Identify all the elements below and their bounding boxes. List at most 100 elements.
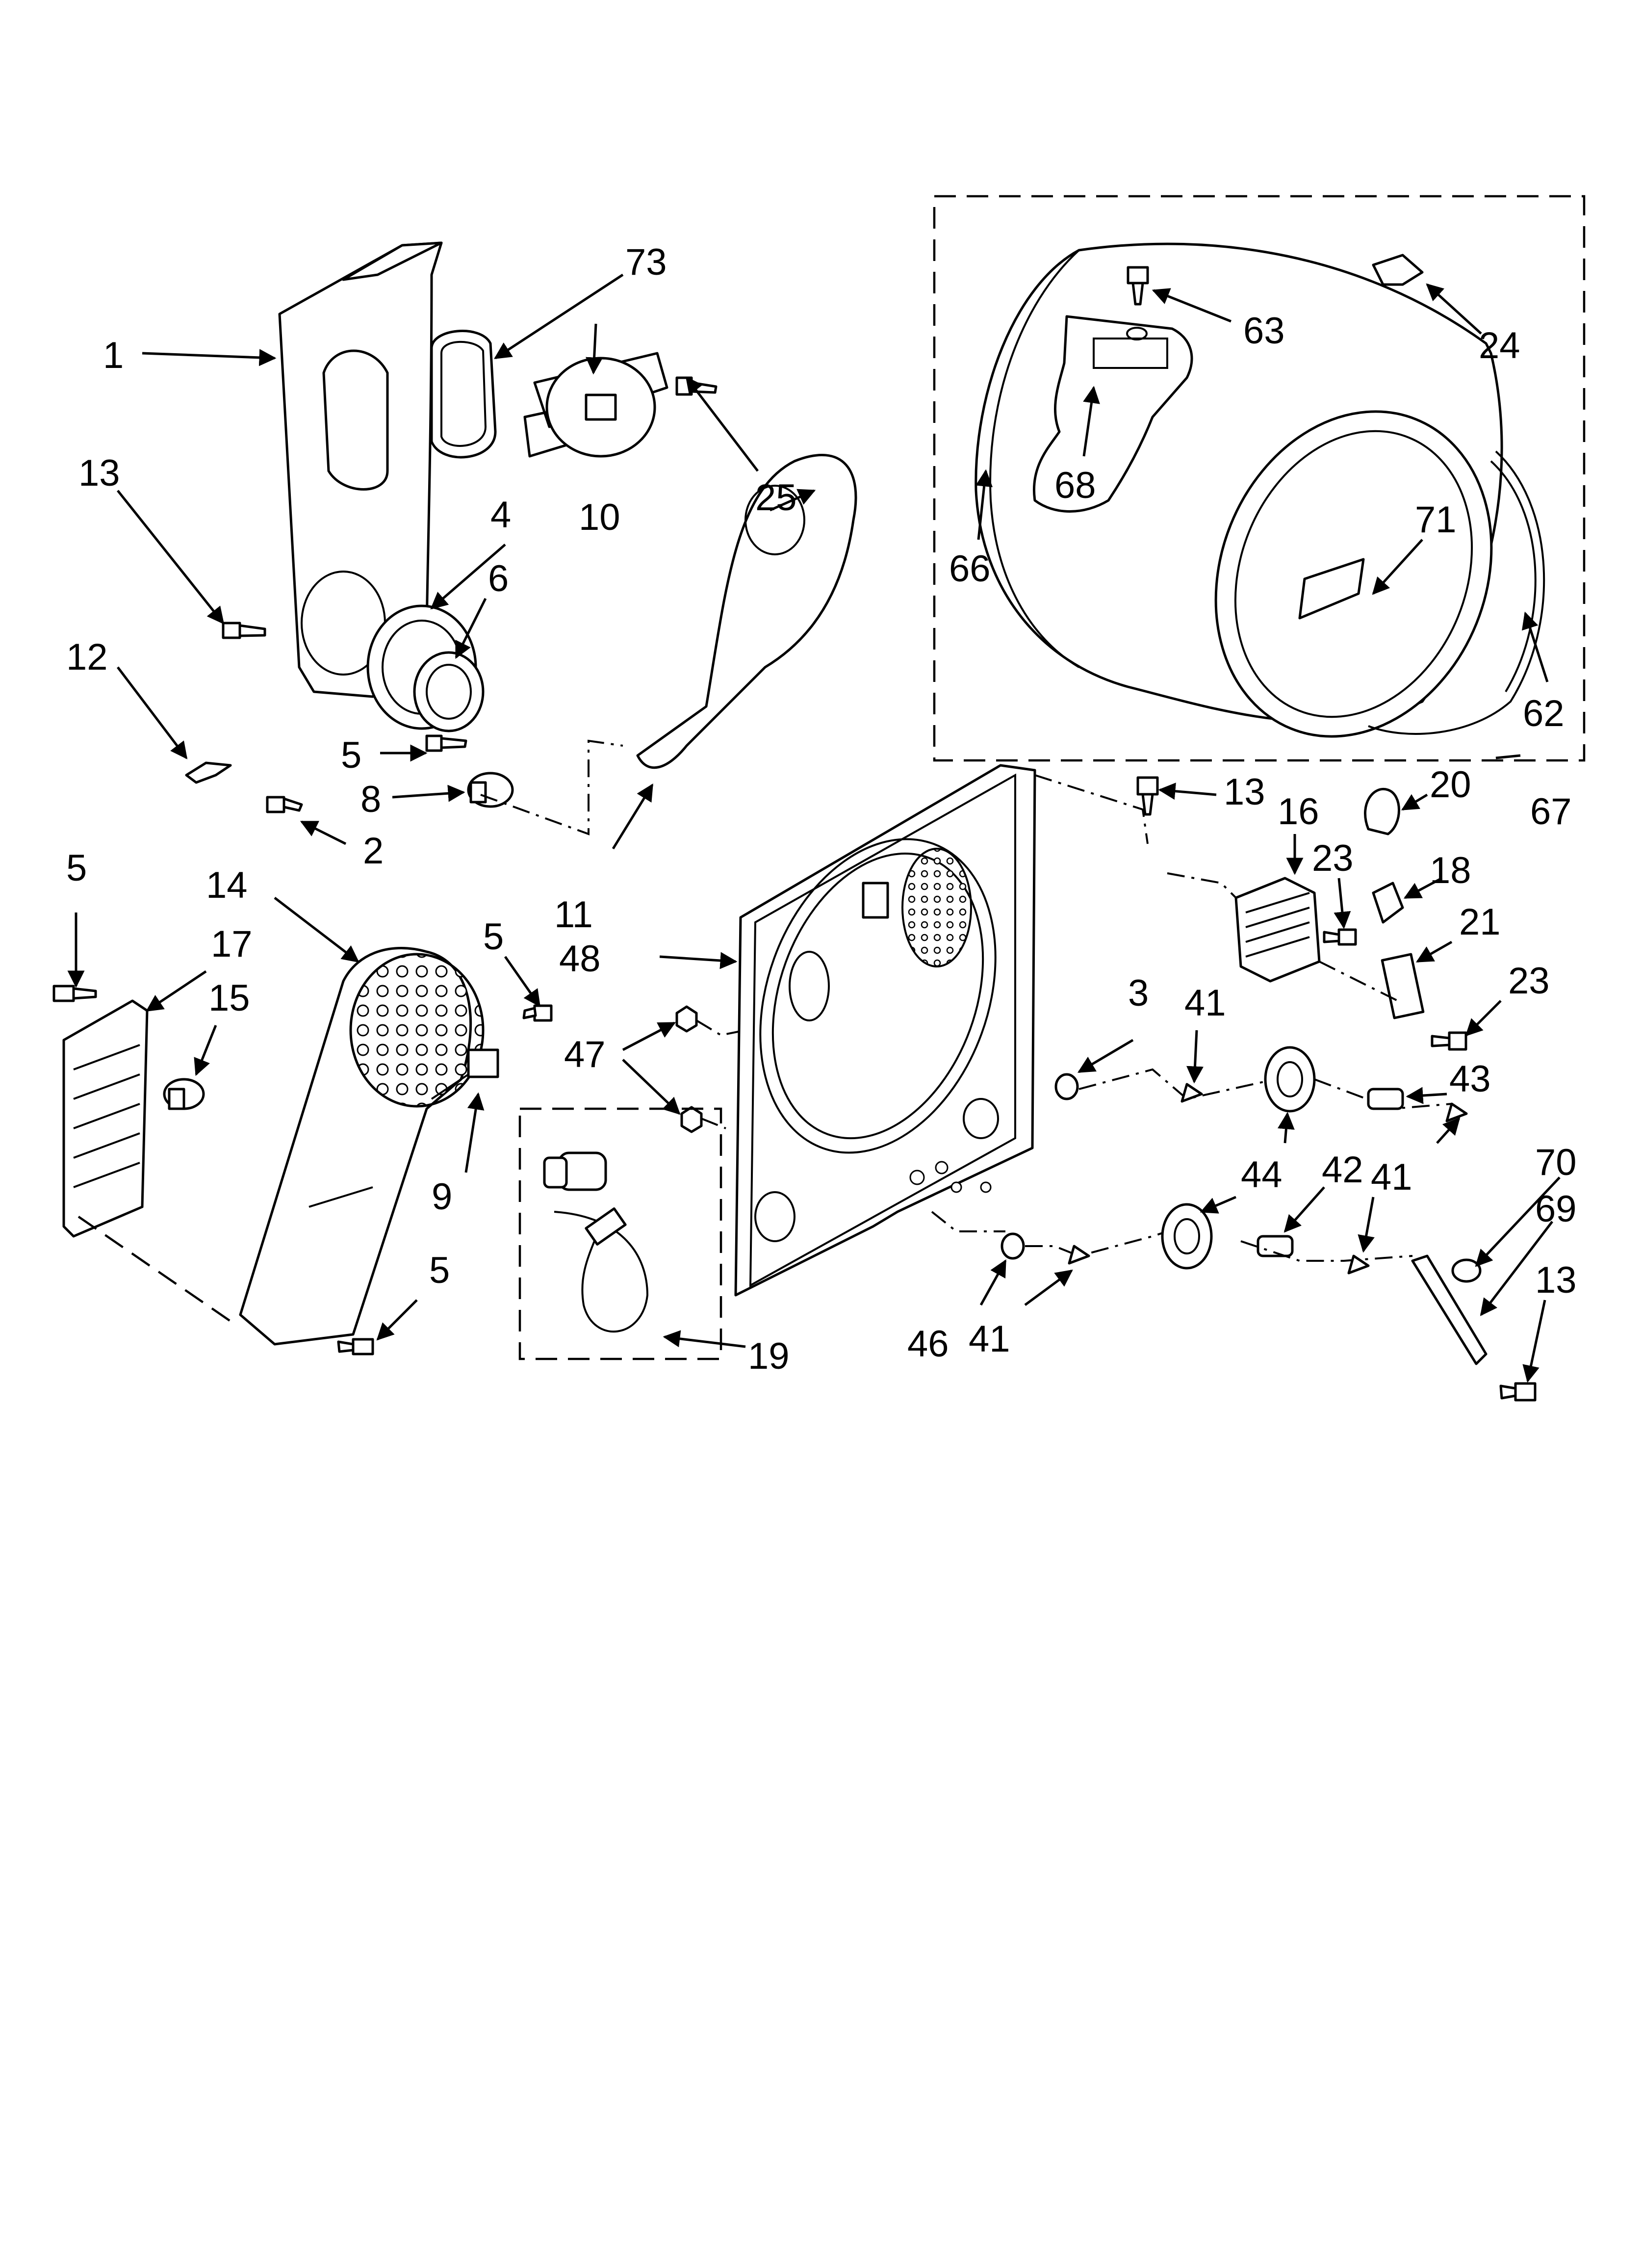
bulkhead-port-lower [754, 1191, 795, 1242]
callout-14: 14 [206, 864, 248, 906]
support-hardware-group [979, 1030, 1561, 1402]
callout-41-upper: 41 [1184, 982, 1226, 1024]
callout-41-lower: 41 [969, 1318, 1010, 1360]
callout-66: 66 [949, 548, 991, 590]
thermostat-mount-screw [425, 734, 467, 752]
callout-12: 12 [66, 636, 108, 678]
callout-11: 11 [554, 894, 593, 936]
bracket [467, 1048, 499, 1078]
callout-23-upper: 23 [1312, 837, 1354, 879]
blower-housing [636, 454, 857, 769]
duct-screw-lower [337, 1338, 374, 1356]
callout-62: 62 [1523, 693, 1565, 734]
callout-69: 69 [1535, 1188, 1577, 1230]
baffle-screw [1127, 266, 1149, 306]
blower-wheel-center [585, 393, 617, 421]
switch-screw [1323, 928, 1357, 946]
support-clip-right [1445, 1102, 1468, 1122]
callout-4: 4 [490, 494, 511, 536]
wire-clip [185, 761, 232, 784]
lint-duct [862, 882, 889, 919]
callout-2: 2 [363, 830, 384, 872]
duct-screen [349, 953, 485, 1108]
exhaust-seal-inner [440, 340, 487, 447]
callout-47: 47 [564, 1034, 606, 1075]
support-washer-lower [1001, 1232, 1025, 1260]
drum-seal [1368, 450, 1545, 735]
callout-8: 8 [360, 779, 381, 820]
nut-upper [675, 1005, 698, 1033]
bulkhead-top-screw [1136, 776, 1159, 816]
duct-slot [308, 1186, 373, 1208]
roller-shaft-upper [1367, 1088, 1404, 1110]
lint-screen [901, 848, 972, 967]
callout-67: 67 [1530, 791, 1572, 833]
callout-19: 19 [748, 1335, 790, 1377]
seal-ring-inner [426, 664, 472, 720]
callout-70: 70 [1535, 1142, 1577, 1183]
support-clip-lower [1068, 1245, 1090, 1265]
bracket-line [431, 1073, 469, 1100]
callout-25: 25 [755, 477, 797, 519]
switch-bracket [1381, 953, 1425, 1019]
exhaust-seal [430, 330, 497, 459]
heater [62, 999, 149, 1238]
support-roller-lower-hub [1174, 1218, 1200, 1254]
callout-13-right: 13 [1535, 1259, 1577, 1301]
callout-5-c: 5 [483, 916, 504, 958]
drum-vane [1298, 558, 1365, 620]
harness-connector [543, 1151, 607, 1191]
callout-17: 17 [211, 923, 253, 965]
thermal-fuse [467, 772, 514, 808]
thermostat-screw [266, 796, 303, 813]
drum-rear-edge [989, 249, 1080, 668]
door-switch-grille [1245, 892, 1310, 958]
support-clip-upper [1180, 1083, 1203, 1103]
heater-coils [73, 1044, 140, 1188]
callout-42: 42 [1322, 1149, 1363, 1191]
rear-panel-screw [222, 622, 266, 639]
callout-13-left: 13 [78, 452, 120, 494]
heater-screw [52, 985, 97, 1002]
idler-screw [1499, 1382, 1537, 1402]
callout-43: 43 [1449, 1058, 1491, 1100]
blower-group [523, 323, 857, 850]
support-roller-upper [1264, 1046, 1316, 1113]
callout-68: 68 [1054, 465, 1096, 506]
drum-assembly-boundary [933, 195, 1586, 762]
callout-13-top: 13 [1224, 771, 1265, 813]
nut-group [622, 1005, 746, 1133]
rear-panel-top [342, 241, 443, 281]
thermal-cutoff [163, 1078, 205, 1110]
bulkhead-edge [749, 773, 1016, 1287]
callout-5-a: 5 [341, 734, 361, 776]
callout-16: 16 [1278, 791, 1319, 833]
callout-21: 21 [1459, 901, 1501, 943]
callout-18: 18 [1430, 850, 1471, 891]
roller-shaft-lower [1257, 1235, 1294, 1257]
callout-3: 3 [1128, 972, 1149, 1014]
callout-labels: 1 73 13 4 10 25 6 12 5 8 2 11 5 17 15 14… [66, 241, 1577, 1377]
harness-wire [554, 1211, 649, 1333]
callout-71: 71 [1415, 499, 1457, 541]
switch-group [1034, 774, 1502, 1051]
callout-15: 15 [208, 977, 250, 1019]
seal-ring [413, 651, 485, 732]
front-bulkhead [734, 764, 1036, 1297]
callout-20: 20 [1430, 764, 1471, 806]
harness-boundary [518, 1107, 722, 1360]
rear-panel-group [142, 241, 624, 732]
callout-44: 44 [1241, 1154, 1283, 1196]
support-clip-far [1347, 1254, 1370, 1275]
rear-panel-opening [322, 349, 389, 491]
callout-73: 73 [625, 241, 667, 283]
bulkhead-port-right [963, 1098, 999, 1139]
callout-41-right: 41 [1371, 1156, 1412, 1198]
callout-23-lower: 23 [1508, 960, 1550, 1002]
duct-screw-upper [522, 1004, 553, 1022]
heater-duct-group [52, 897, 553, 1356]
drum-lamp [1364, 788, 1400, 835]
callout-1: 1 [103, 335, 124, 376]
idler-bracket [1411, 1254, 1488, 1365]
